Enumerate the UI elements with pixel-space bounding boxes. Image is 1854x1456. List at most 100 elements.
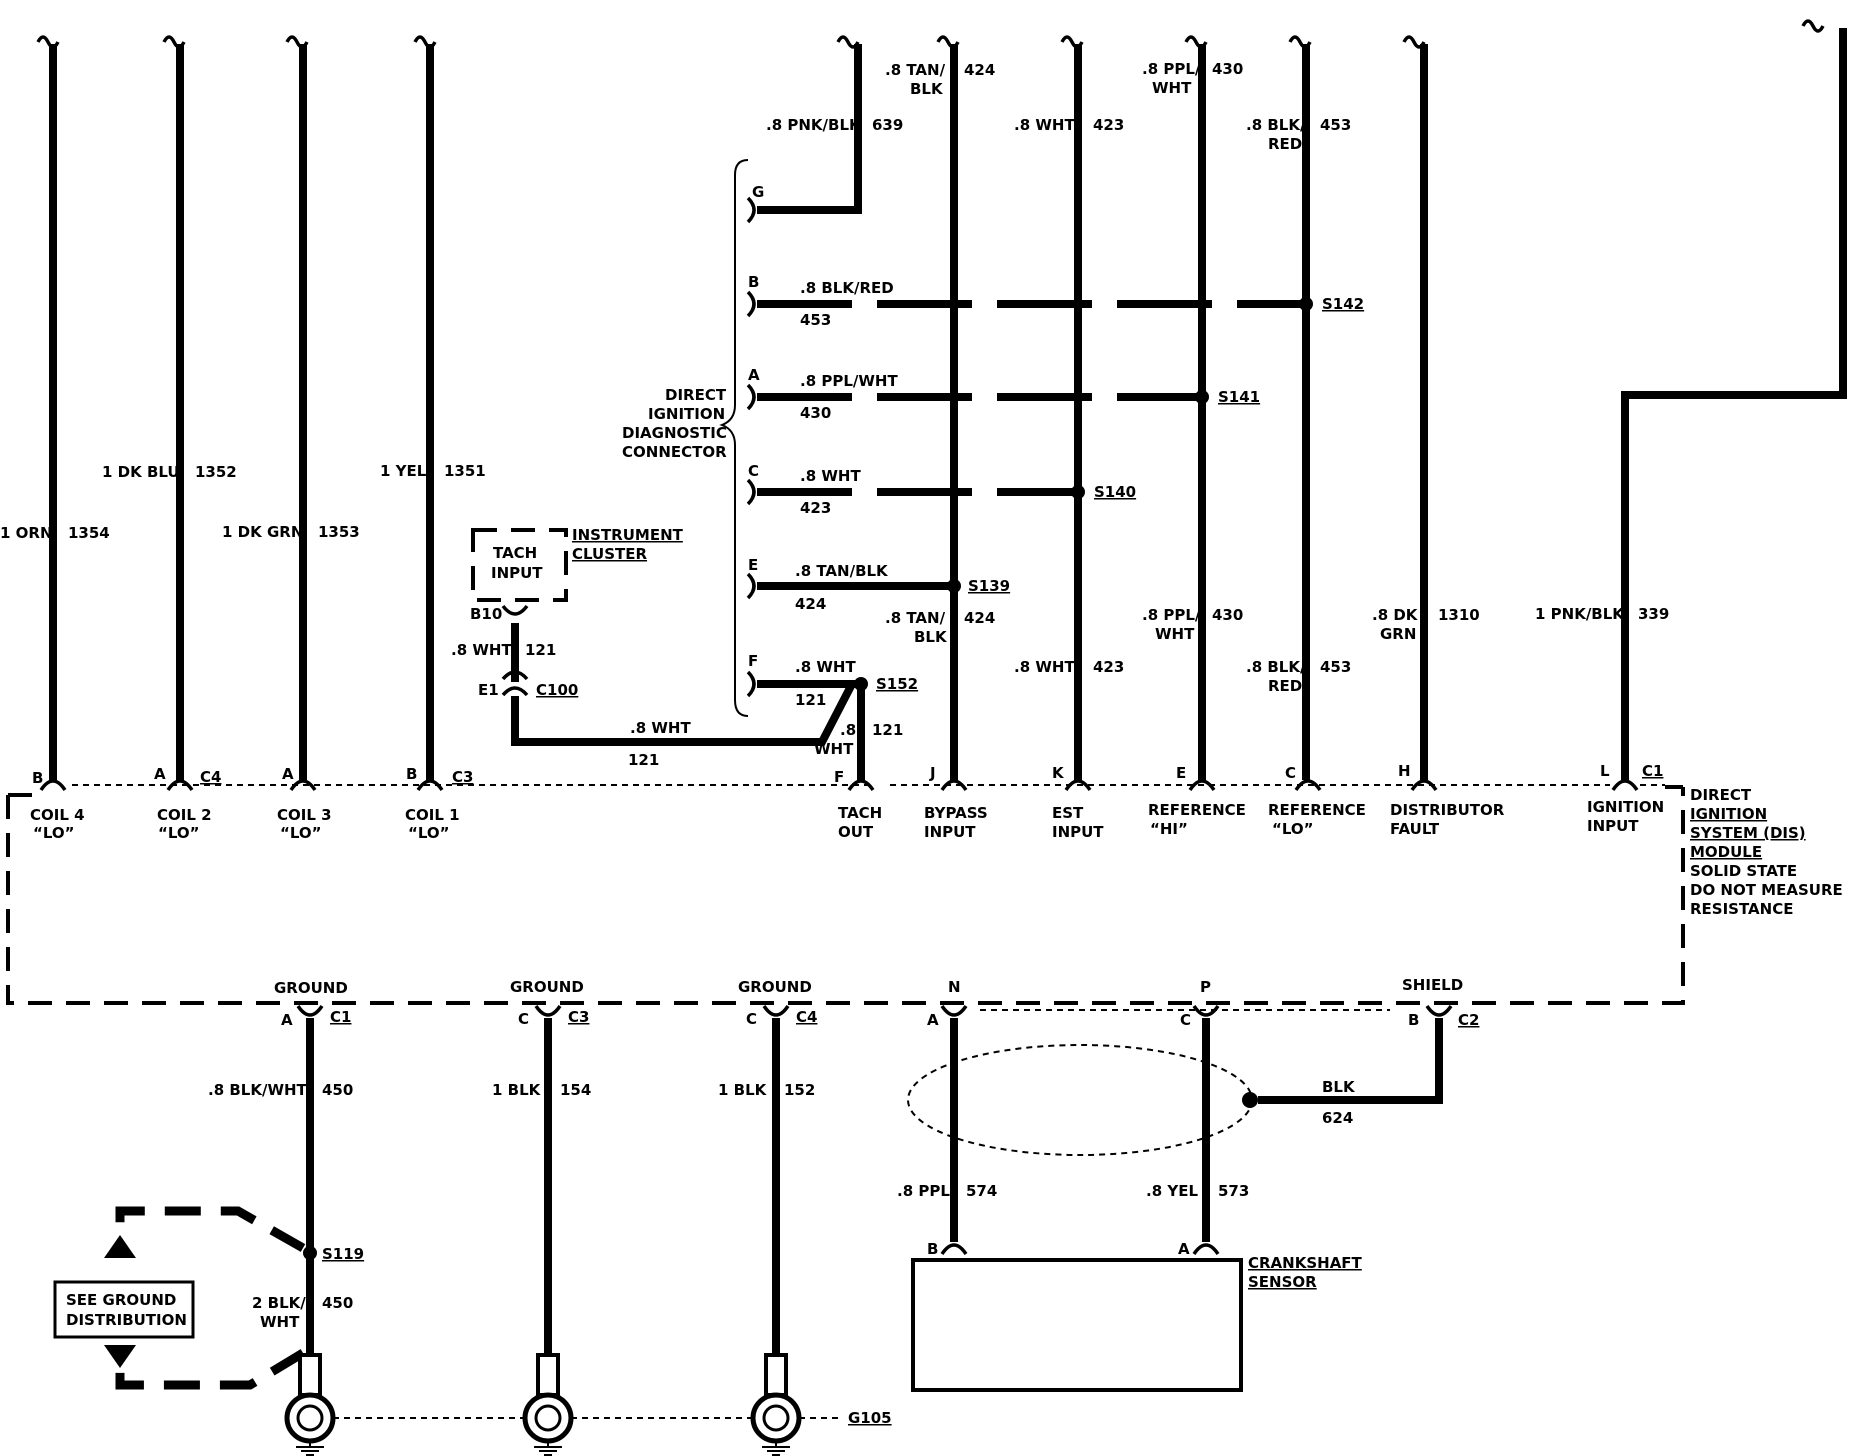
refhi-pin: E [1176,764,1186,782]
byp-low-circuit: 424 [964,609,995,627]
diag-name-4: CONNECTOR [622,443,727,461]
dis-title-4: MODULE [1690,843,1762,861]
reflo-name1: REFERENCE [1268,801,1366,819]
break-mark [1801,19,1825,33]
wire-tach-cluster-121 [511,682,856,746]
ground-eyelet-3 [750,1353,802,1456]
diag-brace [719,159,749,717]
dist-circuit: 1310 [1438,606,1480,624]
g639-circuit: 639 [872,116,903,134]
diag-a-circuit: 430 [800,404,831,422]
pin-reflo [1294,779,1322,792]
dist-color2: GRN [1380,625,1416,643]
reflo-low-color1: .8 BLK/ [1246,658,1306,676]
refhi-low-color2: WHT [1155,625,1195,643]
arrow-down-icon [104,1345,136,1368]
refhi-low-color1: .8 PPL/ [1142,606,1201,624]
coil3-pin: A [282,765,294,783]
ign-circuit: 339 [1638,605,1669,623]
reflo-name2: “LO” [1272,820,1314,838]
crank-name2: SENSOR [1248,1273,1317,1291]
dis-title-1: DIRECT [1690,786,1752,804]
ground-dist-lead-upper [115,1206,306,1252]
s142-label: S142 [1322,295,1364,313]
p-pinletter: C [1180,1011,1191,1029]
g639-color: .8 PNK/BLK [766,116,862,134]
n-pin [940,1004,968,1017]
tach-name1: TACH [838,804,882,822]
diag-name-1: DIRECT [665,386,727,404]
diag-a-label: A [748,366,760,384]
cluster-name2: CLUSTER [572,545,647,563]
shield-color: BLK [1322,1078,1356,1096]
crank-name1: CRANKSHAFT [1248,1254,1363,1272]
tach-name2: OUT [838,823,874,841]
coil2-wire-color: 1 DK BLU [102,463,180,481]
gnd3-label: GROUND [738,978,812,996]
top-pins: B COIL 4 “LO” A C4 COIL 2 “LO” A COIL 3 … [30,762,1664,842]
refhi-name1: REFERENCE [1148,801,1246,819]
ground-dist-lead-lower [115,1349,306,1390]
byp-top-color2: BLK [910,80,944,98]
ground-dist-1: SEE GROUND [66,1291,176,1309]
diag-c-label: C [748,462,759,480]
gnd3-pin [762,1004,790,1017]
coil4-wire-circuit: 1354 [68,524,110,542]
est-low-color: .8 WHT [1014,658,1075,676]
tach-v-circuit: 121 [872,721,903,739]
coil2-wire-circuit: 1352 [195,463,237,481]
reflo-top-circuit: 453 [1320,116,1351,134]
coil1-wire-circuit: 1351 [444,462,486,480]
diag-e-circuit: 424 [795,595,826,613]
ign-name1: IGNITION [1587,798,1664,816]
reflo-low-circuit: 453 [1320,658,1351,676]
crankshaft-circuit: N A .8 PPL 574 P C .8 YEL 573 SHIELD B C… [897,976,1479,1392]
refhi-name2: “HI” [1150,820,1188,838]
ground-dist-2: DISTRIBUTION [66,1311,187,1329]
ign-name2: INPUT [1587,817,1639,835]
ign-conn: C1 [1642,762,1663,780]
diag-e-label: E [748,556,758,574]
gnd450b-color1: 2 BLK/ [252,1294,306,1312]
crank-b: B [927,1240,938,1258]
cluster-name1: INSTRUMENT [572,526,684,544]
gnd450-circuit: 450 [322,1081,353,1099]
gnd1-pinletter: A [281,1011,293,1029]
splices: S142 S141 S140 S139 S152 [854,295,1364,693]
splice-s141 [1195,390,1209,404]
diag-c-circuit: 423 [800,499,831,517]
diagnostic-connector: DIRECT IGNITION DIAGNOSTIC CONNECTOR G .… [622,35,1306,717]
gnd450b-color2: WHT [260,1313,300,1331]
reflo-top-color2: RED [1268,135,1302,153]
shield-pinletter: B [1408,1011,1419,1029]
pin-coil4 [39,779,67,792]
c100-inline-connector [501,670,529,697]
diag-pin-c [746,478,756,506]
p-label: P [1200,978,1211,996]
reflo-pin: C [1285,764,1296,782]
byp-low-color1: .8 TAN/ [885,609,946,627]
b10-pin [501,604,529,616]
diag-b-label: B [748,273,759,291]
diag-b-circuit: 453 [800,311,831,329]
diag-f-color: .8 WHT [795,658,856,676]
gnd1-label: GROUND [274,979,348,997]
est-low-circuit: 423 [1093,658,1124,676]
tach-h-circuit: 121 [628,751,659,769]
arrow-up-icon [104,1235,136,1258]
cluster-b10: B10 [470,605,502,623]
refhi-top-color2: WHT [1152,79,1192,97]
gnd154-color: 1 BLK [492,1081,542,1099]
dis-module: DIRECT IGNITION SYSTEM (DIS) MODULE SOLI… [6,784,1843,1011]
crankshaft-sensor-box [911,1258,1243,1392]
wire-shield-624 [1258,1018,1443,1104]
dis-title-5: SOLID STATE [1690,862,1797,880]
refhi-low-circuit: 430 [1212,606,1243,624]
splice-s139 [947,579,961,593]
reflo-low-color2: RED [1268,677,1302,695]
yel573-color: .8 YEL [1146,1182,1198,1200]
ground-eyelet-2 [522,1353,574,1456]
s139-label: S139 [968,577,1010,595]
diag-f-label: F [748,652,758,670]
distfault-name2: FAULT [1390,820,1440,838]
